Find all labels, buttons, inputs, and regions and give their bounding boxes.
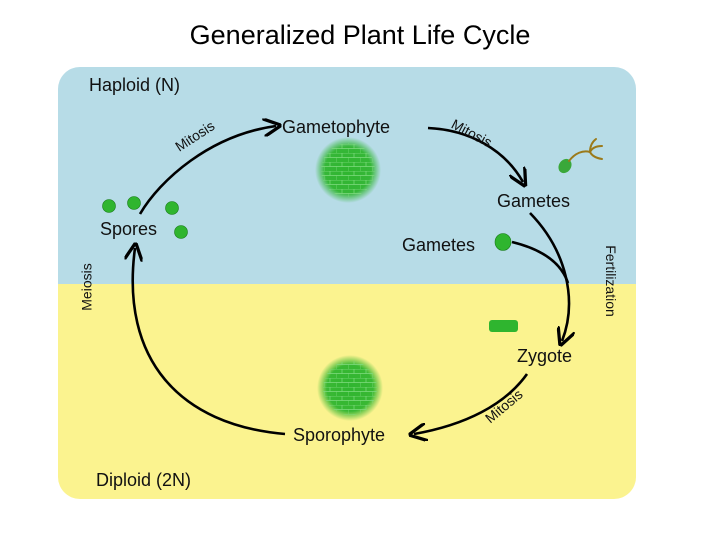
- zygote-icon: [489, 320, 518, 332]
- zygote-label: Zygote: [517, 346, 573, 366]
- sperm-icon: [558, 138, 603, 174]
- egg-icon: [494, 233, 512, 251]
- arrow-gametophyte-to-gametes: [427, 126, 523, 182]
- page-title: Generalized Plant Life Cycle: [189, 20, 531, 50]
- spores-icon: [102, 196, 188, 239]
- meiosis-label: Meiosis: [78, 263, 95, 311]
- gametes-mid-label: Gametes: [402, 235, 476, 255]
- spores-label: Spores: [100, 219, 158, 239]
- gametophyte-cell-mass-icon: [315, 137, 381, 203]
- arrow-sporophyte-to-spores: [133, 248, 286, 436]
- sporophyte-cell-mass-icon: [317, 355, 383, 421]
- arrow-spores-to-gametophyte: [138, 126, 276, 215]
- haploid-label: Haploid (N): [89, 75, 181, 95]
- fertilization-label: Fertilization: [602, 245, 619, 317]
- gametophyte-label: Gametophyte: [282, 117, 391, 137]
- sporophyte-label: Sporophyte: [293, 425, 386, 445]
- diploid-label: Diploid (2N): [96, 470, 192, 490]
- arrow-zygote-to-sporophyte: [414, 373, 529, 434]
- arrow-gametes-mid-to-zygote: [511, 240, 570, 284]
- arrow-gametes-top-to-zygote: [529, 212, 569, 341]
- gametes-top-label: Gametes: [497, 191, 571, 211]
